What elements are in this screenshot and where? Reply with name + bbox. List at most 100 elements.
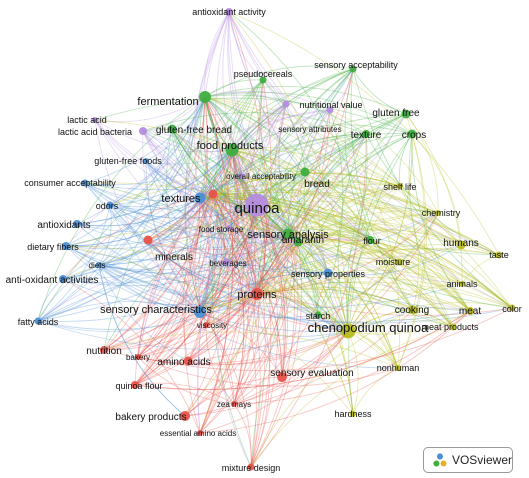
node-label-odors[interactable]: odors xyxy=(96,201,119,211)
node-red-hub[interactable] xyxy=(208,189,218,199)
node-label-gluten-free-bread[interactable]: gluten-free bread xyxy=(156,125,232,136)
node-label-viscosity[interactable]: viscosity xyxy=(197,321,227,330)
node-label-gluten-free-foods[interactable]: gluten-free foods xyxy=(94,156,162,166)
node-label-nutrition[interactable]: nutrition xyxy=(86,346,122,357)
node-antioxidant-activity[interactable] xyxy=(225,8,233,16)
node-odors[interactable] xyxy=(106,201,114,209)
node-label-sensory-analysis[interactable]: sensory analysis xyxy=(247,229,329,241)
node-meat[interactable] xyxy=(466,307,474,315)
node-nutritional-value[interactable] xyxy=(282,100,290,108)
node-label-sensory-acceptability[interactable]: sensory acceptability xyxy=(314,60,398,70)
node-zea-mays[interactable] xyxy=(231,401,237,407)
node-label-gluten-free[interactable]: gluten free xyxy=(372,108,420,119)
node-label-antioxidant-activity[interactable]: antioxidant activity xyxy=(192,7,266,17)
node-bakery-products[interactable] xyxy=(180,411,190,421)
node-fermentation[interactable] xyxy=(199,91,211,103)
node-label-hardness[interactable]: hardness xyxy=(334,409,372,419)
node-sensory-analysis[interactable] xyxy=(282,228,294,240)
node-label-texture[interactable]: texture xyxy=(351,130,382,141)
node-quinoa-flour[interactable] xyxy=(131,381,139,389)
node-moisture[interactable] xyxy=(395,258,403,266)
node-consumer-acceptability[interactable] xyxy=(81,179,89,187)
node-chemistry[interactable] xyxy=(435,210,441,216)
node-label-bakery[interactable]: bakery xyxy=(126,353,150,362)
node-amaranth[interactable] xyxy=(293,237,303,247)
node-label-color[interactable]: color xyxy=(502,304,522,314)
node-sensory-evaluation[interactable] xyxy=(277,372,287,382)
node-label-beverages[interactable]: beverages xyxy=(209,259,246,268)
node-label-consumer-acceptability[interactable]: consumer acceptability xyxy=(24,178,116,188)
node-label-meat[interactable]: meat xyxy=(459,306,481,317)
node-viscosity[interactable] xyxy=(203,322,209,328)
node-minerals[interactable] xyxy=(143,235,153,245)
node-texture[interactable] xyxy=(362,130,370,138)
node-bakery[interactable] xyxy=(135,354,141,360)
node-label-shelf-life[interactable]: shelf life xyxy=(383,182,416,192)
node-nutrition[interactable] xyxy=(100,346,108,354)
node-label-meat-products[interactable]: meat products xyxy=(421,322,479,332)
node-hardness[interactable] xyxy=(350,411,356,417)
node-label-fermentation[interactable]: fermentation xyxy=(137,96,198,108)
node-label-taste[interactable]: taste xyxy=(489,250,509,260)
node-overall-acceptability[interactable] xyxy=(238,173,244,179)
node-taste[interactable] xyxy=(495,251,503,259)
node-label-chemistry[interactable]: chemistry xyxy=(422,208,461,218)
node-label-quinoa-flour[interactable]: quinoa flour xyxy=(115,381,162,391)
node-label-overall-acceptability[interactable]: overall acceptability xyxy=(226,172,296,181)
node-nonhuman[interactable] xyxy=(395,365,401,371)
node-gluten-free-bread[interactable] xyxy=(167,124,177,134)
node-label-quinoa[interactable]: quinoa xyxy=(234,200,280,217)
node-anti-oxidant-activities[interactable] xyxy=(59,275,67,283)
node-flour[interactable] xyxy=(366,236,374,244)
node-meat-products[interactable] xyxy=(449,323,457,331)
node-proteins[interactable] xyxy=(251,288,263,300)
node-label-lactic-acid-bacteria[interactable]: lactic acid bacteria xyxy=(58,127,132,137)
node-sensory-characteristics[interactable] xyxy=(194,306,206,318)
node-lactic-acid-bacteria[interactable] xyxy=(139,127,147,135)
node-essential-amino-acids[interactable] xyxy=(197,430,203,436)
node-label-mixture-design[interactable]: mixture design xyxy=(222,463,281,473)
node-label-starch[interactable]: starch xyxy=(306,311,331,321)
node-dietary-fibers[interactable] xyxy=(62,242,70,250)
node-lactic-acid[interactable] xyxy=(92,117,98,123)
node-sensory-attributes[interactable] xyxy=(326,106,334,114)
node-label-proteins[interactable]: proteins xyxy=(237,289,277,301)
node-label-bakery-products[interactable]: bakery products xyxy=(115,412,186,423)
node-food-products[interactable] xyxy=(225,143,239,157)
node-label-sensory-characteristics[interactable]: sensory characteristics xyxy=(100,304,212,316)
node-textures[interactable] xyxy=(194,192,206,204)
node-label-lactic-acid[interactable]: lactic acid xyxy=(67,115,107,125)
node-humans[interactable] xyxy=(456,240,466,250)
node-label-nonhuman[interactable]: nonhuman xyxy=(377,363,420,373)
node-sensory-properties[interactable] xyxy=(323,268,333,278)
node-amino-acids[interactable] xyxy=(183,356,193,366)
node-label-food-storage[interactable]: food storage xyxy=(199,225,244,234)
node-label-moisture[interactable]: moisture xyxy=(376,257,411,267)
node-label-antioxidants[interactable]: antioxidants xyxy=(37,220,90,231)
node-color[interactable] xyxy=(508,304,516,312)
node-label-essential-amino-acids[interactable]: essential amino acids xyxy=(160,429,236,438)
node-label-sensory-attributes[interactable]: sensory attributes xyxy=(278,125,341,134)
node-label-minerals[interactable]: minerals xyxy=(155,252,193,263)
node-quinoa[interactable] xyxy=(245,193,269,217)
node-mixture-design[interactable] xyxy=(247,463,255,471)
node-animals[interactable] xyxy=(459,281,465,287)
node-label-bread[interactable]: bread xyxy=(304,179,330,190)
node-label-diets[interactable]: diets xyxy=(89,261,106,270)
node-starch[interactable] xyxy=(314,311,322,319)
node-label-crops[interactable]: crops xyxy=(402,130,426,141)
node-crops[interactable] xyxy=(407,129,417,139)
node-shelf-life[interactable] xyxy=(397,183,403,189)
node-label-amaranth[interactable]: amaranth xyxy=(282,235,324,246)
node-label-sensory-properties[interactable]: sensory properties xyxy=(291,269,366,279)
node-label-animals[interactable]: animals xyxy=(446,279,478,289)
node-label-textures[interactable]: textures xyxy=(161,193,201,205)
node-label-flour[interactable]: flour xyxy=(363,236,381,246)
node-label-sensory-evaluation[interactable]: sensory evaluation xyxy=(270,368,353,379)
node-diets[interactable] xyxy=(96,262,102,268)
vosviewer-badge[interactable]: VOSviewer xyxy=(423,447,513,473)
node-label-pseudocereals[interactable]: pseudocereals xyxy=(234,69,293,79)
node-fatty-acids[interactable] xyxy=(34,317,42,325)
node-label-humans[interactable]: humans xyxy=(443,238,479,249)
